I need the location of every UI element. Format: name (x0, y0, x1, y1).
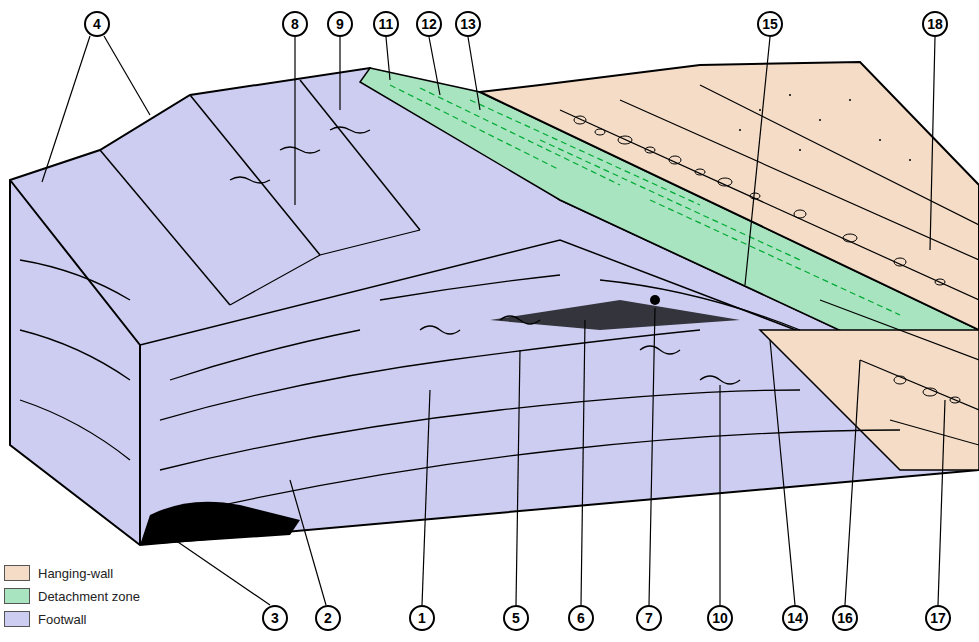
legend-row: Hanging-wall (4, 565, 113, 581)
callout-number: 6 (568, 605, 594, 631)
legend-swatch (4, 565, 30, 581)
callout-number: 9 (327, 11, 353, 37)
callout-number: 5 (503, 605, 529, 631)
callout-number: 7 (636, 605, 662, 631)
legend-swatch (4, 588, 30, 604)
legend-row: Footwall (4, 611, 86, 627)
legend-text: Footwall (38, 612, 86, 627)
legend-swatch (4, 611, 30, 627)
callout-number: 16 (832, 605, 858, 631)
callout-number: 11 (373, 11, 399, 37)
legend-row: Detachment zone (4, 588, 140, 604)
callout-number: 10 (707, 605, 733, 631)
callout-number: 8 (282, 11, 308, 37)
callout-number: 14 (782, 605, 808, 631)
callout-number: 17 (925, 605, 951, 631)
callout-number: 15 (757, 11, 783, 37)
legend-text: Hanging-wall (38, 566, 113, 581)
callout-number: 1 (409, 605, 435, 631)
callout-number: 4 (84, 11, 110, 37)
legend-text: Detachment zone (38, 589, 140, 604)
callout-number: 12 (416, 11, 442, 37)
callout-number: 13 (455, 11, 481, 37)
callout-number: 18 (922, 11, 948, 37)
callout-number: 3 (262, 605, 288, 631)
callout-number: 2 (315, 605, 341, 631)
